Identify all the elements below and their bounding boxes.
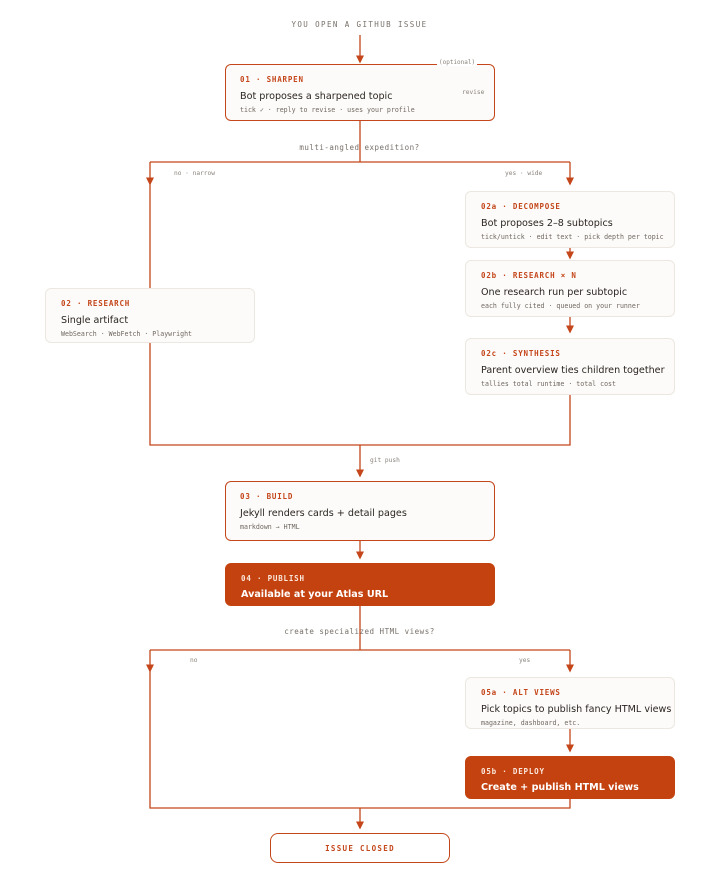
- branch-no-narrow: no · narrow: [174, 170, 215, 177]
- decompose-card: 02a · DECOMPOSE Bot proposes 2–8 subtopi…: [465, 191, 675, 248]
- sharpen-card: 01 · SHARPEN Bot proposes a sharpened to…: [225, 64, 495, 121]
- optional-tag: (optional): [437, 59, 478, 66]
- research-title: Single artifact: [61, 315, 129, 326]
- question-html-views: create specialized HTML views?: [284, 627, 435, 636]
- synthesis-card: 02c · SYNTHESIS Parent overview ties chi…: [465, 338, 675, 395]
- sharpen-sub: tick ✓ · reply to revise · uses your pro…: [240, 106, 415, 114]
- issue-closed-terminal: ISSUE CLOSED: [270, 833, 450, 863]
- alt-views-sub: magazine, dashboard, etc.: [481, 719, 581, 727]
- synthesis-title: Parent overview ties children together: [481, 365, 665, 376]
- decompose-label: 02a · DECOMPOSE: [481, 202, 561, 211]
- build-sub: markdown → HTML: [240, 523, 300, 531]
- research-card: 02 · RESEARCH Single artifact WebSearch …: [45, 288, 255, 343]
- sharpen-label: 01 · SHARPEN: [240, 75, 304, 84]
- start-label: YOU OPEN A GITHUB ISSUE: [291, 20, 428, 29]
- build-card: 03 · BUILD Jekyll renders cards + detail…: [225, 481, 495, 541]
- git-push-label: git push: [370, 457, 400, 464]
- deploy-card: 05b · DEPLOY Create + publish HTML views: [465, 756, 675, 799]
- branch-yes-wide: yes · wide: [505, 170, 543, 177]
- alt-views-label: 05a · ALT VIEWS: [481, 688, 561, 697]
- research-sub: WebSearch · WebFetch · Playwright: [61, 330, 193, 338]
- deploy-label: 05b · DEPLOY: [481, 767, 545, 776]
- revise-label: revise: [462, 89, 485, 96]
- research-n-label: 02b · RESEARCH × N: [481, 271, 577, 280]
- research-n-card: 02b · RESEARCH × N One research run per …: [465, 260, 675, 317]
- research-label: 02 · RESEARCH: [61, 299, 131, 308]
- deploy-title: Create + publish HTML views: [481, 782, 639, 793]
- sharpen-title: Bot proposes a sharpened topic: [240, 91, 393, 102]
- branch-no: no: [190, 657, 198, 664]
- publish-title: Available at your Atlas URL: [241, 589, 389, 600]
- build-label: 03 · BUILD: [240, 492, 294, 501]
- question-expedition: multi-angled expedition?: [299, 143, 420, 152]
- decompose-title: Bot proposes 2–8 subtopics: [481, 218, 613, 229]
- research-n-title: One research run per subtopic: [481, 287, 628, 298]
- synthesis-sub: tallies total runtime · total cost: [481, 380, 616, 388]
- alt-views-title: Pick topics to publish fancy HTML views: [481, 704, 672, 715]
- synthesis-label: 02c · SYNTHESIS: [481, 349, 561, 358]
- decompose-sub: tick/untick · edit text · pick depth per…: [481, 233, 664, 241]
- research-n-sub: each fully cited · queued on your runner: [481, 302, 640, 310]
- build-title: Jekyll renders cards + detail pages: [240, 508, 407, 519]
- branch-yes: yes: [519, 657, 531, 664]
- publish-label: 04 · PUBLISH: [241, 574, 305, 583]
- alt-views-card: 05a · ALT VIEWS Pick topics to publish f…: [465, 677, 675, 729]
- publish-card: 04 · PUBLISH Available at your Atlas URL: [225, 563, 495, 606]
